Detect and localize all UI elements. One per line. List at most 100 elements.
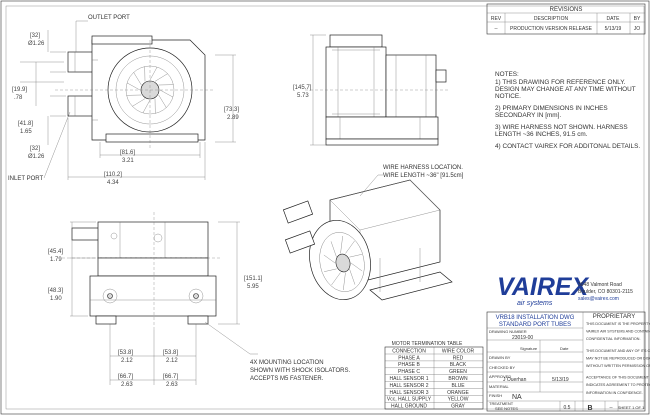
note-line: NOTICE. xyxy=(495,93,521,100)
treatment-value: SEE NOTES xyxy=(495,406,518,411)
note-line: LENGTH ~36 INCHES, 91.5 cm. xyxy=(495,131,588,138)
proprietary-line: THIS DOCUMENT IS THE PROPERTY OF xyxy=(586,322,650,326)
dim-port-bottom-mm: [32] xyxy=(30,146,40,152)
motor-table-wire-color: BLACK xyxy=(450,362,467,368)
dim-1457-mm: [145.7] xyxy=(293,85,312,91)
motor-table-title: MOTOR TERMINATION TABLE xyxy=(392,341,463,347)
material-label: MATERIAL xyxy=(489,384,509,389)
company-address-line: Boulder, CO 80301-2115 xyxy=(578,289,633,295)
motor-table-connection: HALL SENSOR 3 xyxy=(390,390,429,396)
motor-table-wire-color: ORANGE xyxy=(447,390,469,396)
motor-table-connection: PHASE C xyxy=(398,369,420,375)
drawing-number-label: DRAWING NUMBER xyxy=(489,329,527,334)
approved-date: 5/13/19 xyxy=(552,377,569,383)
motor-termination-table: MOTOR TERMINATION TABLE CONNECTION WIRE … xyxy=(385,341,483,410)
dim-538-right-mm: [53.8] xyxy=(163,350,178,356)
note-line: 3) WIRE HARNESS NOT SHOWN. HARNESS xyxy=(495,124,628,131)
approved-name: J Ouerhan xyxy=(503,377,527,383)
dim-1102-in: 4.34 xyxy=(107,180,119,186)
dim-538-left-mm: [53.8] xyxy=(118,350,133,356)
dim-1511-mm: [151.1] xyxy=(244,276,263,282)
dim-199-mm: [19.9] xyxy=(12,87,27,93)
motor-table-wire-color: BROWN xyxy=(448,376,468,382)
company-subtitle: air systems xyxy=(517,300,553,307)
wire-harness-label-2: WIRE LENGTH ~36" [91.5cm] xyxy=(383,173,464,179)
size-value: B xyxy=(587,405,592,412)
motor-table-header-connection: CONNECTION xyxy=(392,349,426,355)
revisions-title: REVISIONS xyxy=(550,7,583,13)
revisions-header-description: DESCRIPTION xyxy=(534,16,569,22)
motor-table-wire-color: RED xyxy=(453,355,464,361)
revisions-header-by: BY xyxy=(634,16,641,22)
sheet-label: SHEET 1 OF 1 xyxy=(618,405,645,410)
motor-table-connection: HALL SENSOR 1 xyxy=(390,376,429,382)
dim-667-left-mm: [66.7] xyxy=(118,374,133,380)
date-label: Date xyxy=(560,346,569,351)
dim-733-in: 2.89 xyxy=(227,115,239,121)
mounting-label-2: SHOWN WITH SHOCK ISOLATORS. xyxy=(250,368,350,374)
mounting-label-3: ACCEPTS M5 FASTENER. xyxy=(250,376,324,382)
dim-667-right-in: 2.63 xyxy=(166,382,178,388)
dim-816-in: 3.21 xyxy=(122,158,134,164)
drawing-title-line-1: VRB18 INSTALLATION DWG xyxy=(496,315,575,321)
dim-733-mm: [73.3] xyxy=(224,107,239,113)
drawing-number: 23019-00 xyxy=(512,335,533,341)
dim-1457-in: 5.73 xyxy=(297,93,309,99)
proprietary-line: INDICATES AGREEMENT TO PROTECT SUCH xyxy=(586,383,650,387)
motor-table-connection: PHASE A xyxy=(398,355,420,361)
company-name: VAIREX xyxy=(497,273,590,301)
company-logo: VAIREX air systems 3048 Valmont Road Bou… xyxy=(497,273,633,307)
proprietary-line: ACCEPTANCE OF THIS DOCUMENT xyxy=(586,376,650,380)
finish-value: NA xyxy=(512,394,522,401)
dim-199-in: .78 xyxy=(14,95,23,101)
motor-table-connection: Vcc, HALL SUPPLY xyxy=(387,397,432,403)
scale-value: 0.5 xyxy=(564,405,571,411)
mounting-callout: 4X MOUNTING LOCATION SHOWN WITH SHOCK IS… xyxy=(205,322,350,382)
proprietary-line: VAIREX AIR SYSTEMS AND CONTAINS xyxy=(586,330,650,334)
signature-label: Signature xyxy=(520,346,538,351)
rev-value: -- xyxy=(609,405,613,411)
proprietary-line: CONFIDENTIAL INFORMATION. xyxy=(586,337,641,341)
mounting-label-1: 4X MOUNTING LOCATION xyxy=(250,360,324,366)
checked-by-label: CHECKED BY xyxy=(489,365,515,370)
notes-title: NOTES: xyxy=(495,71,519,78)
motor-table-connection: PHASE B xyxy=(398,362,420,368)
dim-483-mm: [48.3] xyxy=(48,288,63,294)
dim-667-left-in: 2.63 xyxy=(121,382,133,388)
revisions-cell-date: 5/13/19 xyxy=(605,26,622,32)
proprietary-line: MAY NOT BE REPRODUCED OR DISCLOSED xyxy=(586,356,650,360)
proprietary-line: WITHOUT WRITTEN PERMISSION OF VAIREX. xyxy=(586,364,650,368)
isometric-view: WIRE HARNESS LOCATION. WIRE LENGTH ~36" … xyxy=(283,165,463,305)
finish-label: FINISH xyxy=(489,393,502,398)
note-line: DESIGN MAY CHANGE AT ANY TIME WITHOUT xyxy=(495,86,636,93)
company-address-line: 3048 Valmont Road xyxy=(578,282,622,288)
side-view: [145.7] 5.73 xyxy=(293,35,450,145)
note-line: 2) PRIMARY DIMENSIONS IN INCHES xyxy=(495,105,608,112)
dim-538-left-in: 2.12 xyxy=(121,358,133,364)
dim-1511-in: 5.95 xyxy=(247,284,259,290)
motor-table-connection: HALL GROUND xyxy=(391,404,427,410)
note-line: 1) THIS DRAWING FOR REFERENCE ONLY. xyxy=(495,79,626,86)
revisions-header-rev: REV xyxy=(491,16,502,22)
bottom-view xyxy=(62,212,222,330)
front-view xyxy=(55,36,215,150)
dim-port-top-in: Ø1.26 xyxy=(28,41,45,47)
dim-538-right-in: 2.12 xyxy=(166,358,178,364)
note-line: 4) CONTACT VAIREX FOR ADDITONAL DETAILS. xyxy=(495,143,640,150)
dim-port-top-mm: [32] xyxy=(30,33,40,39)
motor-table-wire-color: BLUE xyxy=(451,383,465,389)
note-line: SECONDARY IN [mm]. xyxy=(495,112,561,119)
revisions-header-date: DATE xyxy=(607,16,621,22)
proprietary-line: THIS DOCUMENT AND ANY OF ITS CONTENTS xyxy=(586,349,650,353)
dim-1102-mm: [110.2] xyxy=(104,172,122,178)
dim-418-mm: [41.8] xyxy=(18,121,33,127)
drawn-by-label: DRAWN BY xyxy=(489,355,511,360)
motor-table-wire-color: YELLOW xyxy=(448,397,469,403)
drawing-title-line-2: STANDARD PORT TUBES xyxy=(499,322,571,328)
notes-block: NOTES: 1) THIS DRAWING FOR REFERENCE ONL… xyxy=(495,71,640,150)
outlet-port-label: OUTLET PORT xyxy=(88,15,130,21)
dim-483-in: 1.90 xyxy=(50,296,62,302)
revisions-cell-rev: -- xyxy=(494,26,498,32)
